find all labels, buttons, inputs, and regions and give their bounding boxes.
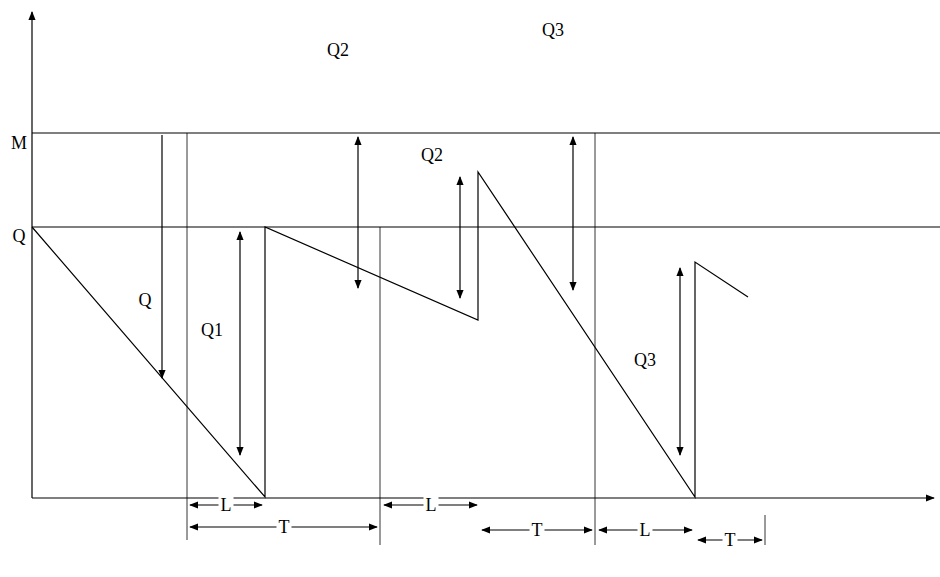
axis-label: M — [9, 133, 29, 153]
time-label: L — [424, 495, 439, 515]
period-line — [380, 227, 381, 545]
quantity-label: Q2 — [419, 145, 445, 165]
quantity-arrow — [459, 177, 460, 298]
quantity-label: Q3 — [540, 20, 566, 40]
axis-label: Q — [11, 226, 28, 246]
max-level-line — [32, 132, 940, 133]
time-label: L — [638, 520, 653, 540]
period-line — [765, 515, 766, 545]
x-axis — [32, 497, 934, 498]
time-label: T — [530, 520, 545, 540]
time-label: T — [277, 517, 292, 537]
quantity-label: Q — [137, 290, 154, 310]
period-line — [187, 133, 188, 540]
quantity-arrow — [239, 232, 240, 455]
quantity-arrow — [679, 268, 680, 455]
order-level-line — [32, 226, 940, 227]
quantity-arrow — [357, 137, 358, 288]
period-line — [595, 133, 596, 545]
quantity-arrow — [572, 137, 573, 290]
inventory-curve — [32, 172, 748, 497]
time-label: L — [219, 495, 234, 515]
time-label: T — [723, 530, 738, 550]
quantity-arrow — [161, 135, 162, 378]
quantity-label: Q3 — [632, 350, 658, 370]
quantity-label: Q1 — [199, 320, 225, 340]
y-axis — [31, 12, 32, 498]
quantity-label: Q2 — [325, 40, 351, 60]
